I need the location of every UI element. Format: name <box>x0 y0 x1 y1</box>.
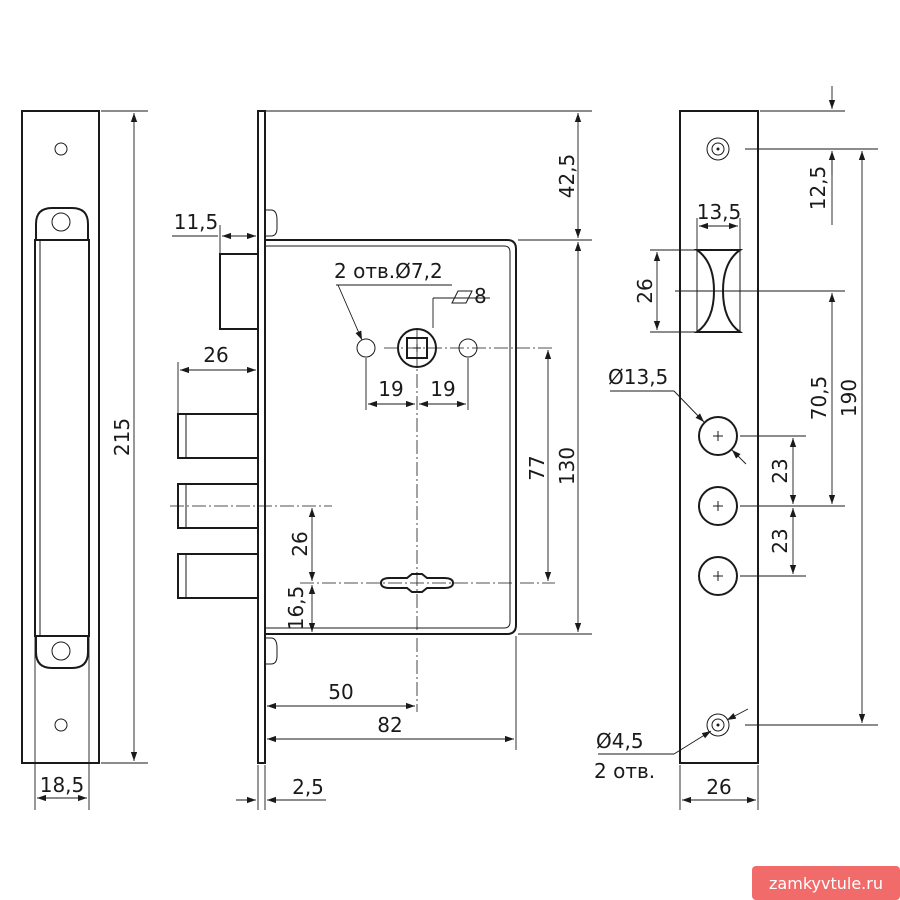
strike-plate-top-hole <box>54 142 68 156</box>
lock-case <box>265 239 517 635</box>
strike-plate-upper-socket <box>51 212 71 232</box>
dim-18-5: 18,5 <box>40 773 85 797</box>
dim-2-holes: 2 отв. <box>594 759 655 783</box>
dim-11-5: 11,5 <box>174 210 219 234</box>
dim-77: 77 <box>525 455 549 480</box>
dim-82: 82 <box>377 713 402 737</box>
dim-12-5: 12,5 <box>806 166 830 211</box>
dim-23-b: 23 <box>768 528 792 553</box>
deadbolt-top <box>177 413 259 459</box>
dim-26-bolt-throw: 26 <box>203 343 228 367</box>
square-note: 8 <box>474 284 487 308</box>
strike-plate-pocket <box>35 207 89 241</box>
dim-26-latch: 26 <box>633 278 657 303</box>
dim-215: 215 <box>110 418 134 456</box>
dim-190: 190 <box>837 379 861 417</box>
watermark-text: zamkyvtule.ru <box>769 874 883 893</box>
dim-dia-4-5: Ø4,5 <box>596 729 644 753</box>
bolt-hole-bottom <box>698 556 738 596</box>
square-symbol <box>451 290 473 304</box>
front-plate <box>257 110 266 764</box>
dim-13-5: 13,5 <box>697 200 742 224</box>
face-plate-outline <box>679 110 759 764</box>
deadbolt-bottom <box>177 553 259 599</box>
strike-plate-bottom-hole <box>54 718 68 732</box>
dim-19-left: 19 <box>378 377 403 401</box>
bolt-hole-top <box>698 416 738 456</box>
strike-plate-lower-pocket <box>35 635 89 669</box>
cylinder-keyhole <box>379 573 455 593</box>
dim-16-5: 16,5 <box>284 586 308 631</box>
strike-plate-outline <box>21 110 100 764</box>
latch-bolt <box>219 253 259 330</box>
holes-note: 2 отв.Ø7,2 <box>334 259 443 283</box>
dim-23-a: 23 <box>768 458 792 483</box>
dim-42-5: 42,5 <box>555 154 579 199</box>
face-plate-view: 12,5 13,5 26 Ø13,5 70,5 190 23 23 Ø4,5 2… <box>594 86 878 810</box>
face-plate-bottom-screw-inner <box>711 718 725 732</box>
dim-130: 130 <box>555 447 579 485</box>
face-plate-top-screw-outer <box>706 137 730 161</box>
watermark-badge: zamkyvtule.ru <box>752 866 900 900</box>
front-plate-bottom-screw <box>265 637 278 665</box>
dim-26-width: 26 <box>706 775 731 799</box>
face-plate-bottom-screw-outer <box>706 713 730 737</box>
dim-2-5: 2,5 <box>292 775 324 799</box>
front-plate-top-screw <box>265 209 278 237</box>
strike-plate-view: 215 18,5 <box>21 110 148 810</box>
bolt-hole-middle <box>698 486 738 526</box>
lock-body-view: 42,5 130 77 11,5 26 2,5 50 82 26 <box>170 110 592 810</box>
strike-plate-recess <box>34 239 90 637</box>
dim-19-right: 19 <box>430 377 455 401</box>
dim-50: 50 <box>328 680 353 704</box>
dim-70-5: 70,5 <box>807 376 831 421</box>
fixing-hole-left <box>356 338 376 358</box>
dim-26-vertical: 26 <box>288 531 312 556</box>
face-plate-top-screw-inner <box>711 142 725 156</box>
dim-dia-13-5: Ø13,5 <box>608 365 668 389</box>
strike-plate-lower-socket <box>51 641 71 661</box>
